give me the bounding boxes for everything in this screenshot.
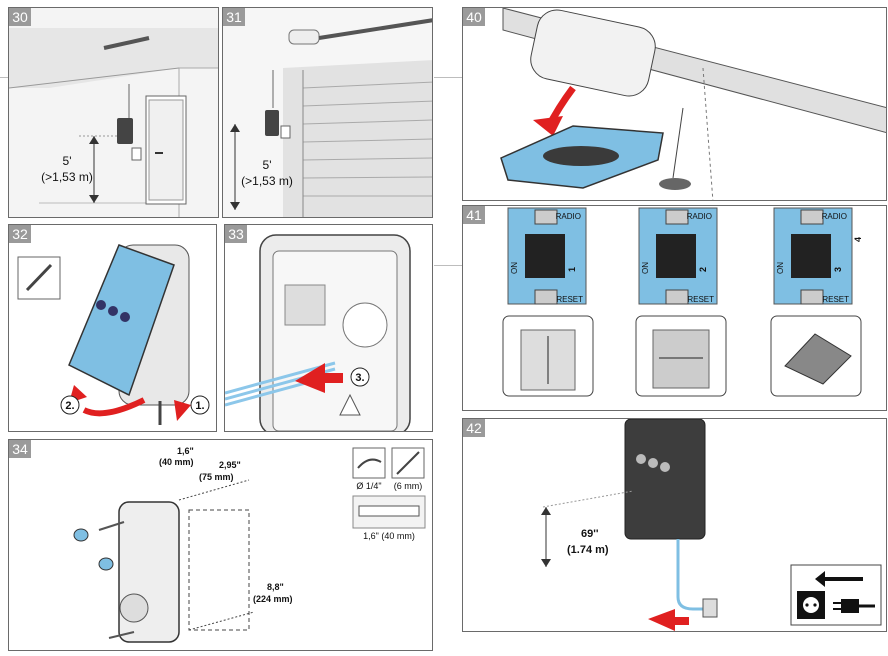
connect-cable-illustration: 3. [225, 234, 411, 431]
height-inch-label: 69'' [581, 528, 599, 540]
dim-side-mm: (224 mm) [253, 594, 293, 604]
step-41-panel: 41 RADIO RESET ON 1 RADIO RESET ON 2 [462, 205, 887, 411]
dim-top-a-mm: (40 mm) [159, 457, 194, 467]
svg-text:ON: ON [776, 262, 785, 274]
dip-switch-block: RADIO RESET ON 1 [507, 207, 587, 305]
insert-arrow [295, 363, 343, 393]
power-connection-illustration: 69'' (1.74 m) [541, 419, 882, 631]
callout-2: 2. [65, 400, 74, 412]
wall-socket [702, 598, 718, 618]
down-arrow [174, 400, 191, 421]
drilling-template-illustration: 1,6" (40 mm) 2,95" (75 mm) 8,8" (224 mm)… [73, 446, 426, 643]
garage-door-illustration: 5' (>1,53 m) [223, 8, 432, 217]
step-40-panel: 40 [462, 7, 887, 201]
garage-wall-illustration: 5' (>1,53 m) [9, 8, 218, 217]
svg-text:RADIO: RADIO [556, 212, 581, 221]
plug-icon [833, 599, 875, 613]
guide-line [434, 265, 462, 266]
step-number: 42 [463, 419, 485, 437]
step-number: 31 [223, 8, 245, 26]
dip-switch-block: RADIO RESET ON 3 [773, 207, 853, 305]
dim-top-a-inch: 1,6" [177, 446, 194, 456]
step-31-panel: 31 5' (>1,53 m) [222, 7, 433, 218]
screwdriver-icon [25, 263, 53, 292]
height-meter-label: (>1,53 m) [241, 174, 293, 188]
svg-text:ON: ON [641, 262, 650, 274]
step-33-panel: 33 3. [224, 224, 433, 432]
power-cable [676, 539, 703, 611]
step-number: 30 [9, 8, 31, 26]
dim-side-inch: 8,8" [267, 582, 284, 592]
step-number: 34 [9, 440, 31, 458]
svg-text:ON: ON [510, 262, 519, 274]
dip-switch-block: RADIO RESET ON 2 [638, 207, 718, 305]
dip-switch-settings: RADIO RESET ON 1 RADIO RESET ON 2 RADIO … [502, 207, 863, 397]
step-42-panel: 42 69'' (1.74 m) [462, 418, 887, 632]
height-feet-label: 5' [263, 158, 272, 172]
svg-text:4: 4 [853, 237, 863, 242]
drill-depth-label: 1,6" (40 mm) [363, 531, 415, 541]
svg-text:RESET: RESET [687, 295, 714, 304]
svg-text:RESET: RESET [822, 295, 849, 304]
drive-unit [624, 419, 706, 540]
dim-top-b-inch: 2,95" [219, 460, 241, 470]
step-34-panel: 34 1,6" (40 mm) 2,95" (75 mm) 8,8" (224 … [8, 439, 433, 651]
svg-text:1: 1 [567, 267, 577, 272]
step-30-panel: 30 5' (>1,53 m) [8, 7, 219, 218]
step-number: 40 [463, 8, 485, 26]
remove-cover-illustration: 2. 1. [17, 244, 210, 425]
drill-diameter-label: Ø 1/4" [356, 481, 381, 491]
svg-text:3: 3 [833, 267, 843, 272]
height-meter-label: (1.74 m) [567, 544, 609, 556]
plug-arrow [648, 609, 689, 631]
fit-cover-illustration [500, 8, 886, 200]
step-number: 41 [463, 206, 485, 224]
svg-text:2: 2 [698, 267, 708, 272]
left-arrow-icon [815, 571, 825, 587]
drill-tool-box [352, 447, 386, 479]
guide-line [434, 77, 462, 78]
drill-bit-icon [396, 451, 420, 475]
svg-text:RADIO: RADIO [822, 212, 847, 221]
dim-top-b-mm: (75 mm) [199, 472, 234, 482]
step-number: 32 [9, 225, 31, 243]
height-feet-label: 5' [63, 154, 72, 168]
step-number: 33 [225, 225, 247, 243]
swing-arrow [82, 397, 146, 417]
callout-1: 1. [195, 400, 204, 412]
callout-3: 3. [355, 372, 364, 384]
svg-text:RADIO: RADIO [687, 212, 712, 221]
height-meter-label: (>1,53 m) [41, 170, 93, 184]
svg-text:RESET: RESET [556, 295, 583, 304]
step-32-panel: 32 2. 1. [8, 224, 217, 432]
drill-icon [357, 458, 382, 469]
drill-size-label: (6 mm) [394, 481, 423, 491]
